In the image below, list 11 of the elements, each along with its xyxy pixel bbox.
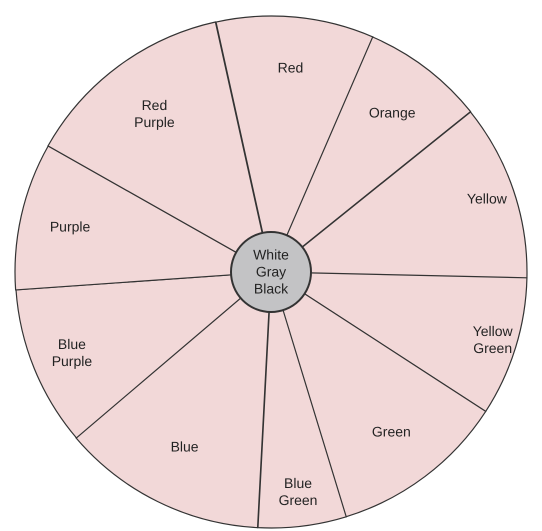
hue-label: Blue Purple — [50, 336, 94, 370]
hue-label: Purple — [48, 218, 92, 236]
hue-label: Red — [276, 59, 304, 76]
hue-label: Yellow — [466, 190, 508, 208]
hue-label: Orange — [368, 104, 417, 122]
center-label: White Gray Black — [252, 246, 290, 298]
hue-label: Red Purple — [133, 97, 176, 132]
hue-label: Green — [370, 423, 412, 440]
hue-label: Yellow Green — [472, 323, 514, 358]
hue-label: Blue — [170, 438, 200, 456]
hue-label: Blue Green — [278, 475, 318, 510]
